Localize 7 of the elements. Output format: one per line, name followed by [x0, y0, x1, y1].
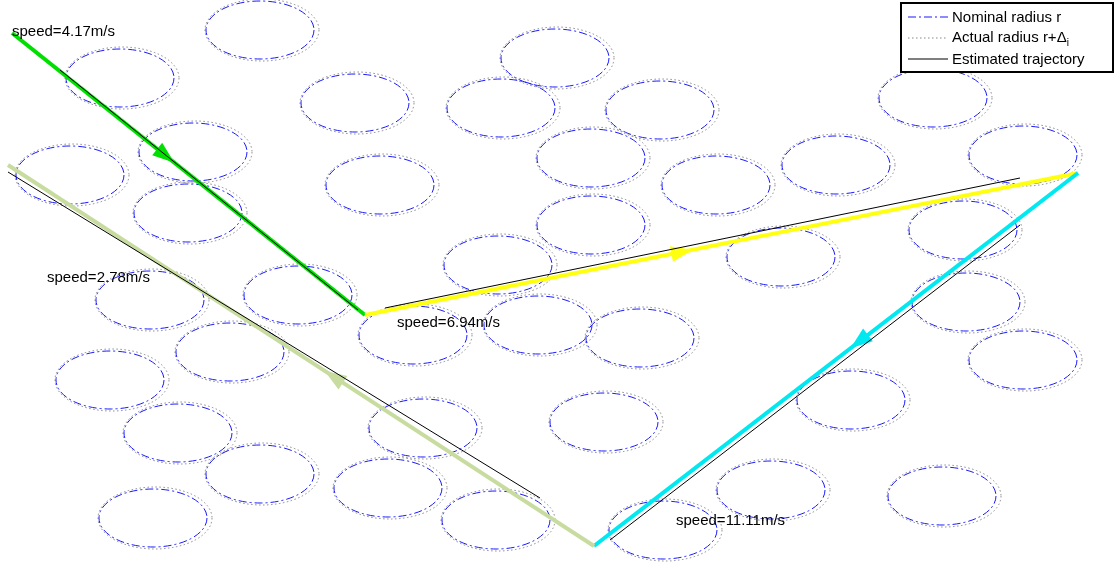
legend-text: Actual radius r+Δ$_{i}$ [952, 27, 1069, 48]
speed-label: speed=2.78m/s [47, 268, 150, 285]
legend-text: Nominal radius r [952, 8, 1062, 25]
speed-label: speed=4.17m/s [12, 22, 115, 39]
speed-label: speed=11.11m/s [676, 511, 786, 528]
speed-label: speed=6.94m/s [397, 313, 500, 330]
legend-text: Estimated trajectory [952, 50, 1085, 67]
